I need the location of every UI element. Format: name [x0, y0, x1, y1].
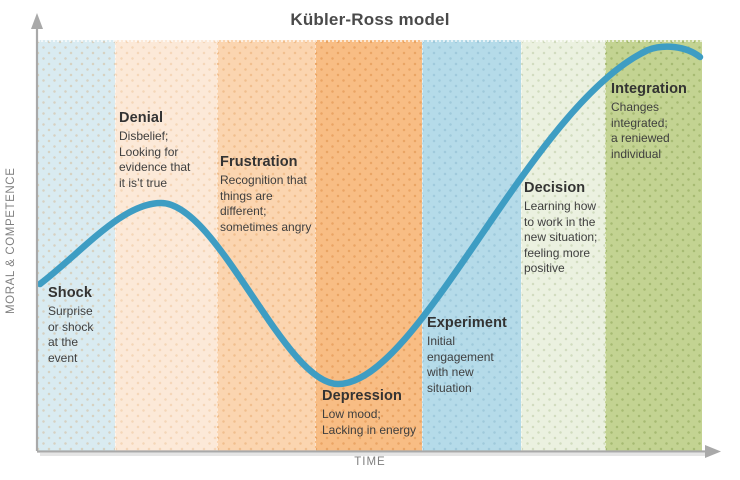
stage-name: Frustration — [220, 154, 298, 170]
stage-description: Learning how to work in the new situatio… — [524, 199, 598, 275]
stage-description: Low mood; Lacking in energy — [322, 407, 417, 437]
stage-name: Denial — [119, 110, 164, 126]
band-shock — [38, 40, 115, 451]
stage-label-denial: Denial Disbelief; Looking for evidence t… — [119, 109, 219, 191]
band-frustration — [217, 40, 315, 451]
x-axis-arrow-icon — [705, 445, 721, 458]
stage-description: Surprise or shock at the event — [48, 304, 94, 365]
band-depression — [315, 40, 422, 451]
chart-title: Kübler-Ross model — [290, 10, 450, 29]
stage-name: Decision — [524, 180, 586, 196]
y-axis-label: MORAL & COMPETENCE — [5, 167, 17, 315]
stage-description: Recognition that things are different; s… — [220, 173, 312, 234]
band-decision — [521, 40, 605, 451]
stage-label-integration: Integration Changes integrated; a reniew… — [611, 80, 711, 162]
band-integration — [605, 40, 702, 451]
stage-description: Disbelief; Looking for evidence that it … — [119, 129, 191, 190]
stage-label-depression: Depression Low mood; Lacking in energy — [322, 387, 442, 438]
stage-label-frustration: Frustration Recognition that things are … — [220, 153, 330, 235]
y-axis-arrow-icon — [31, 13, 43, 29]
stage-description: Initial engagement with new situation — [427, 334, 494, 395]
stage-label-decision: Decision Learning how to work in the new… — [524, 179, 629, 277]
stage-name: Experiment — [427, 315, 507, 331]
stage-name: Shock — [48, 285, 93, 301]
stage-name: Depression — [322, 388, 402, 404]
x-axis-label: TIME — [354, 456, 386, 468]
stage-description: Changes integrated; a reniewed individua… — [611, 100, 670, 161]
stage-label-experiment: Experiment Initial engagement with new s… — [427, 314, 527, 396]
stage-label-shock: Shock Surprise or shock at the event — [48, 284, 138, 366]
band-denial — [115, 40, 217, 451]
stage-name: Integration — [611, 81, 688, 97]
change-curve — [36, 43, 704, 388]
stage-bands — [38, 40, 702, 451]
